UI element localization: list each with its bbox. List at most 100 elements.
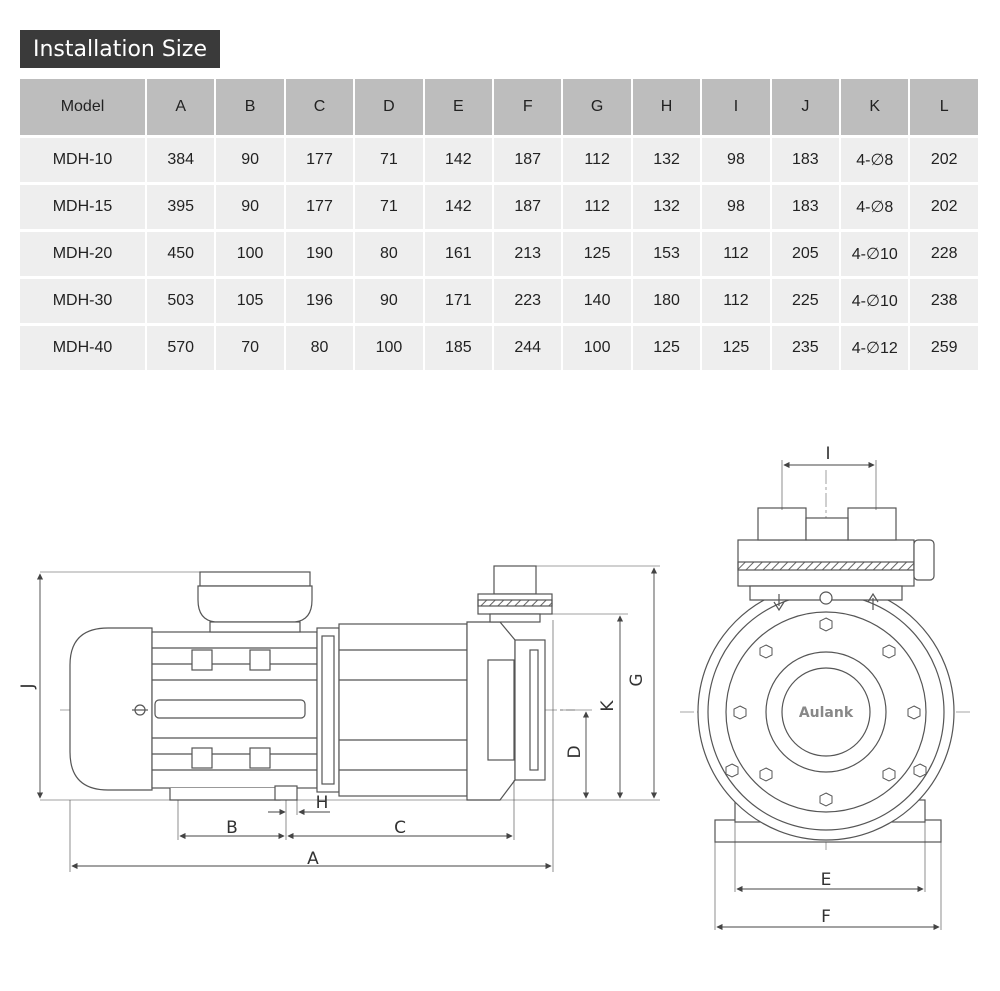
table-cell: 190 (285, 232, 354, 279)
table-cell: MDH-40 (20, 326, 145, 373)
table-cell: 177 (285, 138, 354, 185)
pump-front-view (680, 470, 970, 850)
table-cell: 185 (424, 326, 493, 373)
side-view-dimensions (36, 565, 660, 872)
table-cell: 98 (702, 138, 770, 185)
section-title: Installation Size (20, 30, 221, 68)
pump-side-view (60, 565, 575, 801)
table-cell: 244 (494, 326, 562, 373)
table-cell: 80 (285, 326, 354, 373)
column-header: G (563, 79, 631, 138)
table-cell: 71 (355, 138, 423, 185)
table-cell: 112 (702, 279, 770, 326)
table-row: MDH-15 395 90 177 71 142 187 112 132 98 … (20, 185, 978, 232)
column-header: I (702, 79, 770, 138)
table-row: MDH-10 384 90 177 71 142 187 112 132 98 … (20, 138, 978, 185)
dim-label-i: I (825, 444, 830, 464)
column-header: D (355, 79, 423, 138)
dim-label-j: J (18, 683, 38, 689)
table-cell: 503 (147, 279, 215, 326)
table-cell: MDH-30 (20, 279, 145, 326)
table-cell: 202 (910, 185, 978, 232)
column-header: K (841, 79, 909, 138)
front-view-dimensions (714, 460, 942, 931)
table-cell: 90 (355, 279, 423, 326)
table-cell: 183 (771, 138, 840, 185)
table-cell: 395 (147, 185, 215, 232)
table-cell: 98 (702, 185, 770, 232)
table-cell: 177 (285, 185, 354, 232)
table-header-row: Model A B C D E F G H I J K L (20, 79, 978, 138)
table-cell: 105 (216, 279, 284, 326)
table-cell: 125 (563, 232, 631, 279)
table-cell: 132 (632, 185, 701, 232)
table-cell: 112 (563, 138, 631, 185)
table-cell: 125 (632, 326, 701, 373)
table-cell: 70 (216, 326, 284, 373)
table-cell: 205 (771, 232, 840, 279)
table-cell: 112 (563, 185, 631, 232)
dim-label-a: A (307, 849, 319, 869)
table-cell: 213 (494, 232, 562, 279)
table-cell: 187 (494, 185, 562, 232)
table-cell: 112 (702, 232, 770, 279)
table-cell: 153 (632, 232, 701, 279)
table-cell: 259 (910, 326, 978, 373)
table-cell: 4-∅8 (841, 138, 909, 185)
table-cell: 90 (216, 185, 284, 232)
dim-label-k: K (598, 700, 618, 712)
table-cell: 100 (563, 326, 631, 373)
table-cell: 238 (910, 279, 978, 326)
table-cell: 132 (632, 138, 701, 185)
table-row: MDH-30 503 105 196 90 171 223 140 180 11… (20, 279, 978, 326)
table-cell: 100 (216, 232, 284, 279)
table-cell: 100 (355, 326, 423, 373)
table-cell: 171 (424, 279, 493, 326)
table-cell: 4-∅12 (841, 326, 909, 373)
table-cell: 161 (424, 232, 493, 279)
column-header: J (771, 79, 840, 138)
dimension-labels: J B H C A D K G I E F (18, 444, 831, 927)
table-cell: 450 (147, 232, 215, 279)
column-header: E (424, 79, 493, 138)
column-header: B (216, 79, 284, 138)
table-cell: 125 (702, 326, 770, 373)
table-cell: 235 (771, 326, 840, 373)
dim-label-c: C (394, 818, 406, 838)
table-cell: MDH-10 (20, 138, 145, 185)
table-cell: 183 (771, 185, 840, 232)
table-cell: 202 (910, 138, 978, 185)
table-cell: 90 (216, 138, 284, 185)
table-cell: 180 (632, 279, 701, 326)
table-row: MDH-20 450 100 190 80 161 213 125 153 11… (20, 232, 978, 279)
column-header: C (285, 79, 354, 138)
table-cell: 187 (494, 138, 562, 185)
table-cell: 140 (563, 279, 631, 326)
dim-label-h: H (316, 793, 329, 813)
table-cell: 225 (771, 279, 840, 326)
table-cell: MDH-20 (20, 232, 145, 279)
brand-logo-text: Aulank (799, 705, 854, 721)
table-cell: 4-∅8 (841, 185, 909, 232)
table-cell: 4-∅10 (841, 279, 909, 326)
table-row: MDH-40 570 70 80 100 185 244 100 125 125… (20, 326, 978, 373)
table-cell: 223 (494, 279, 562, 326)
column-header: A (147, 79, 215, 138)
table-cell: 80 (355, 232, 423, 279)
table-cell: 196 (285, 279, 354, 326)
table-cell: 570 (147, 326, 215, 373)
table-cell: 384 (147, 138, 215, 185)
column-header: L (910, 79, 978, 138)
dim-label-b: B (226, 818, 238, 838)
dim-label-f: F (821, 907, 831, 927)
section-title-text: Installation Size (33, 36, 208, 62)
table-cell: 228 (910, 232, 978, 279)
dim-label-e: E (821, 870, 832, 890)
column-header: F (494, 79, 562, 138)
dim-label-g: G (627, 673, 647, 686)
table-cell: MDH-15 (20, 185, 145, 232)
table-cell: 4-∅10 (841, 232, 909, 279)
table-cell: 71 (355, 185, 423, 232)
table-cell: 142 (424, 138, 493, 185)
